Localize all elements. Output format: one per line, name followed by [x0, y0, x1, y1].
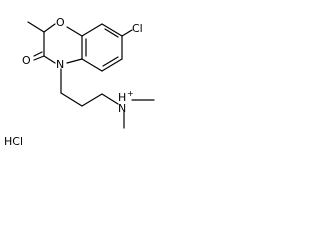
bond-o-ch — [43, 23, 56, 33]
bond-carbonyl-2 — [33, 51, 43, 57]
atom-oxygen-ring: O — [56, 16, 65, 29]
atom-labels: O O N Cl N H + HCl — [4, 16, 143, 148]
ammonium-charge: + — [127, 89, 134, 98]
bond-c-cl — [121, 29, 133, 37]
atom-ammonium-nitrogen: N — [118, 102, 126, 115]
bond-benz-5 — [81, 58, 103, 72]
atom-chlorine: Cl — [132, 22, 143, 35]
bond-carbonyl-1 — [33, 55, 45, 61]
bond-n-c-arom — [66, 58, 83, 64]
atom-nitrogen-ring: N — [56, 58, 64, 71]
bond-chain-2 — [60, 92, 83, 107]
bond-chain-4 — [101, 93, 119, 105]
chemical-structure-diagram: O O N Cl N H + HCl — [0, 0, 186, 160]
bonds — [27, 21, 155, 129]
bond-benz-double-2 — [102, 56, 119, 67]
salt-label-hcl: HCl — [4, 135, 23, 148]
bond-co-n — [43, 55, 56, 64]
molecule-drawing: O O N Cl N H + HCl — [4, 16, 155, 148]
bond-benz-2 — [101, 23, 123, 37]
bond-benz-4 — [101, 58, 123, 72]
bond-methyl — [27, 21, 45, 33]
bond-benz-double-1 — [104, 28, 119, 38]
bond-chain-3 — [81, 93, 103, 107]
bond-c-o-ring — [66, 26, 83, 37]
atom-ammonium-hydrogen: H — [118, 91, 126, 104]
bond-benz-1 — [81, 23, 103, 37]
atom-oxygen-carbonyl: O — [22, 54, 31, 67]
